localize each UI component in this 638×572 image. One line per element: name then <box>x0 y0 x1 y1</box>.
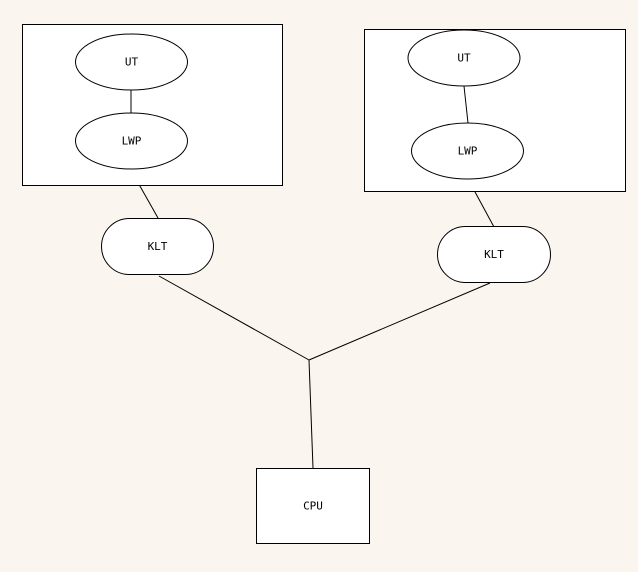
edge-junction-cpu <box>308 359 314 469</box>
right-klt-node: KLT <box>437 226 551 283</box>
right-process-group: UT LWP <box>364 29 626 192</box>
right-lwp-node: LWP <box>411 122 524 180</box>
left-process-group: UT LWP <box>22 24 283 186</box>
left-ut-ellipse <box>75 33 188 91</box>
left-lwp-node: LWP <box>75 112 188 170</box>
left-klt-node: KLT <box>101 218 214 275</box>
cpu-node: CPU <box>256 468 370 544</box>
left-ut-node: UT <box>75 33 188 91</box>
right-klt-shape <box>437 226 551 283</box>
right-lwp-label: LWP <box>458 145 478 158</box>
left-klt-shape <box>101 218 214 275</box>
edge-left-klt-junction <box>158 275 310 361</box>
left-lwp-label: LWP <box>122 135 142 148</box>
right-lwp-ellipse <box>411 122 524 180</box>
edge-right-ut-lwp-inner <box>463 85 469 124</box>
right-ut-ellipse <box>407 29 521 87</box>
cpu-box <box>256 468 370 544</box>
right-ut-label: UT <box>457 52 471 65</box>
right-klt-label: KLT <box>484 248 504 261</box>
edge-right-klt-junction <box>308 282 491 361</box>
left-klt-label: KLT <box>148 240 168 253</box>
left-ut-label: UT <box>125 56 139 69</box>
cpu-label: CPU <box>303 500 323 513</box>
right-ut-node: UT <box>407 29 521 87</box>
left-lwp-ellipse <box>75 112 188 170</box>
